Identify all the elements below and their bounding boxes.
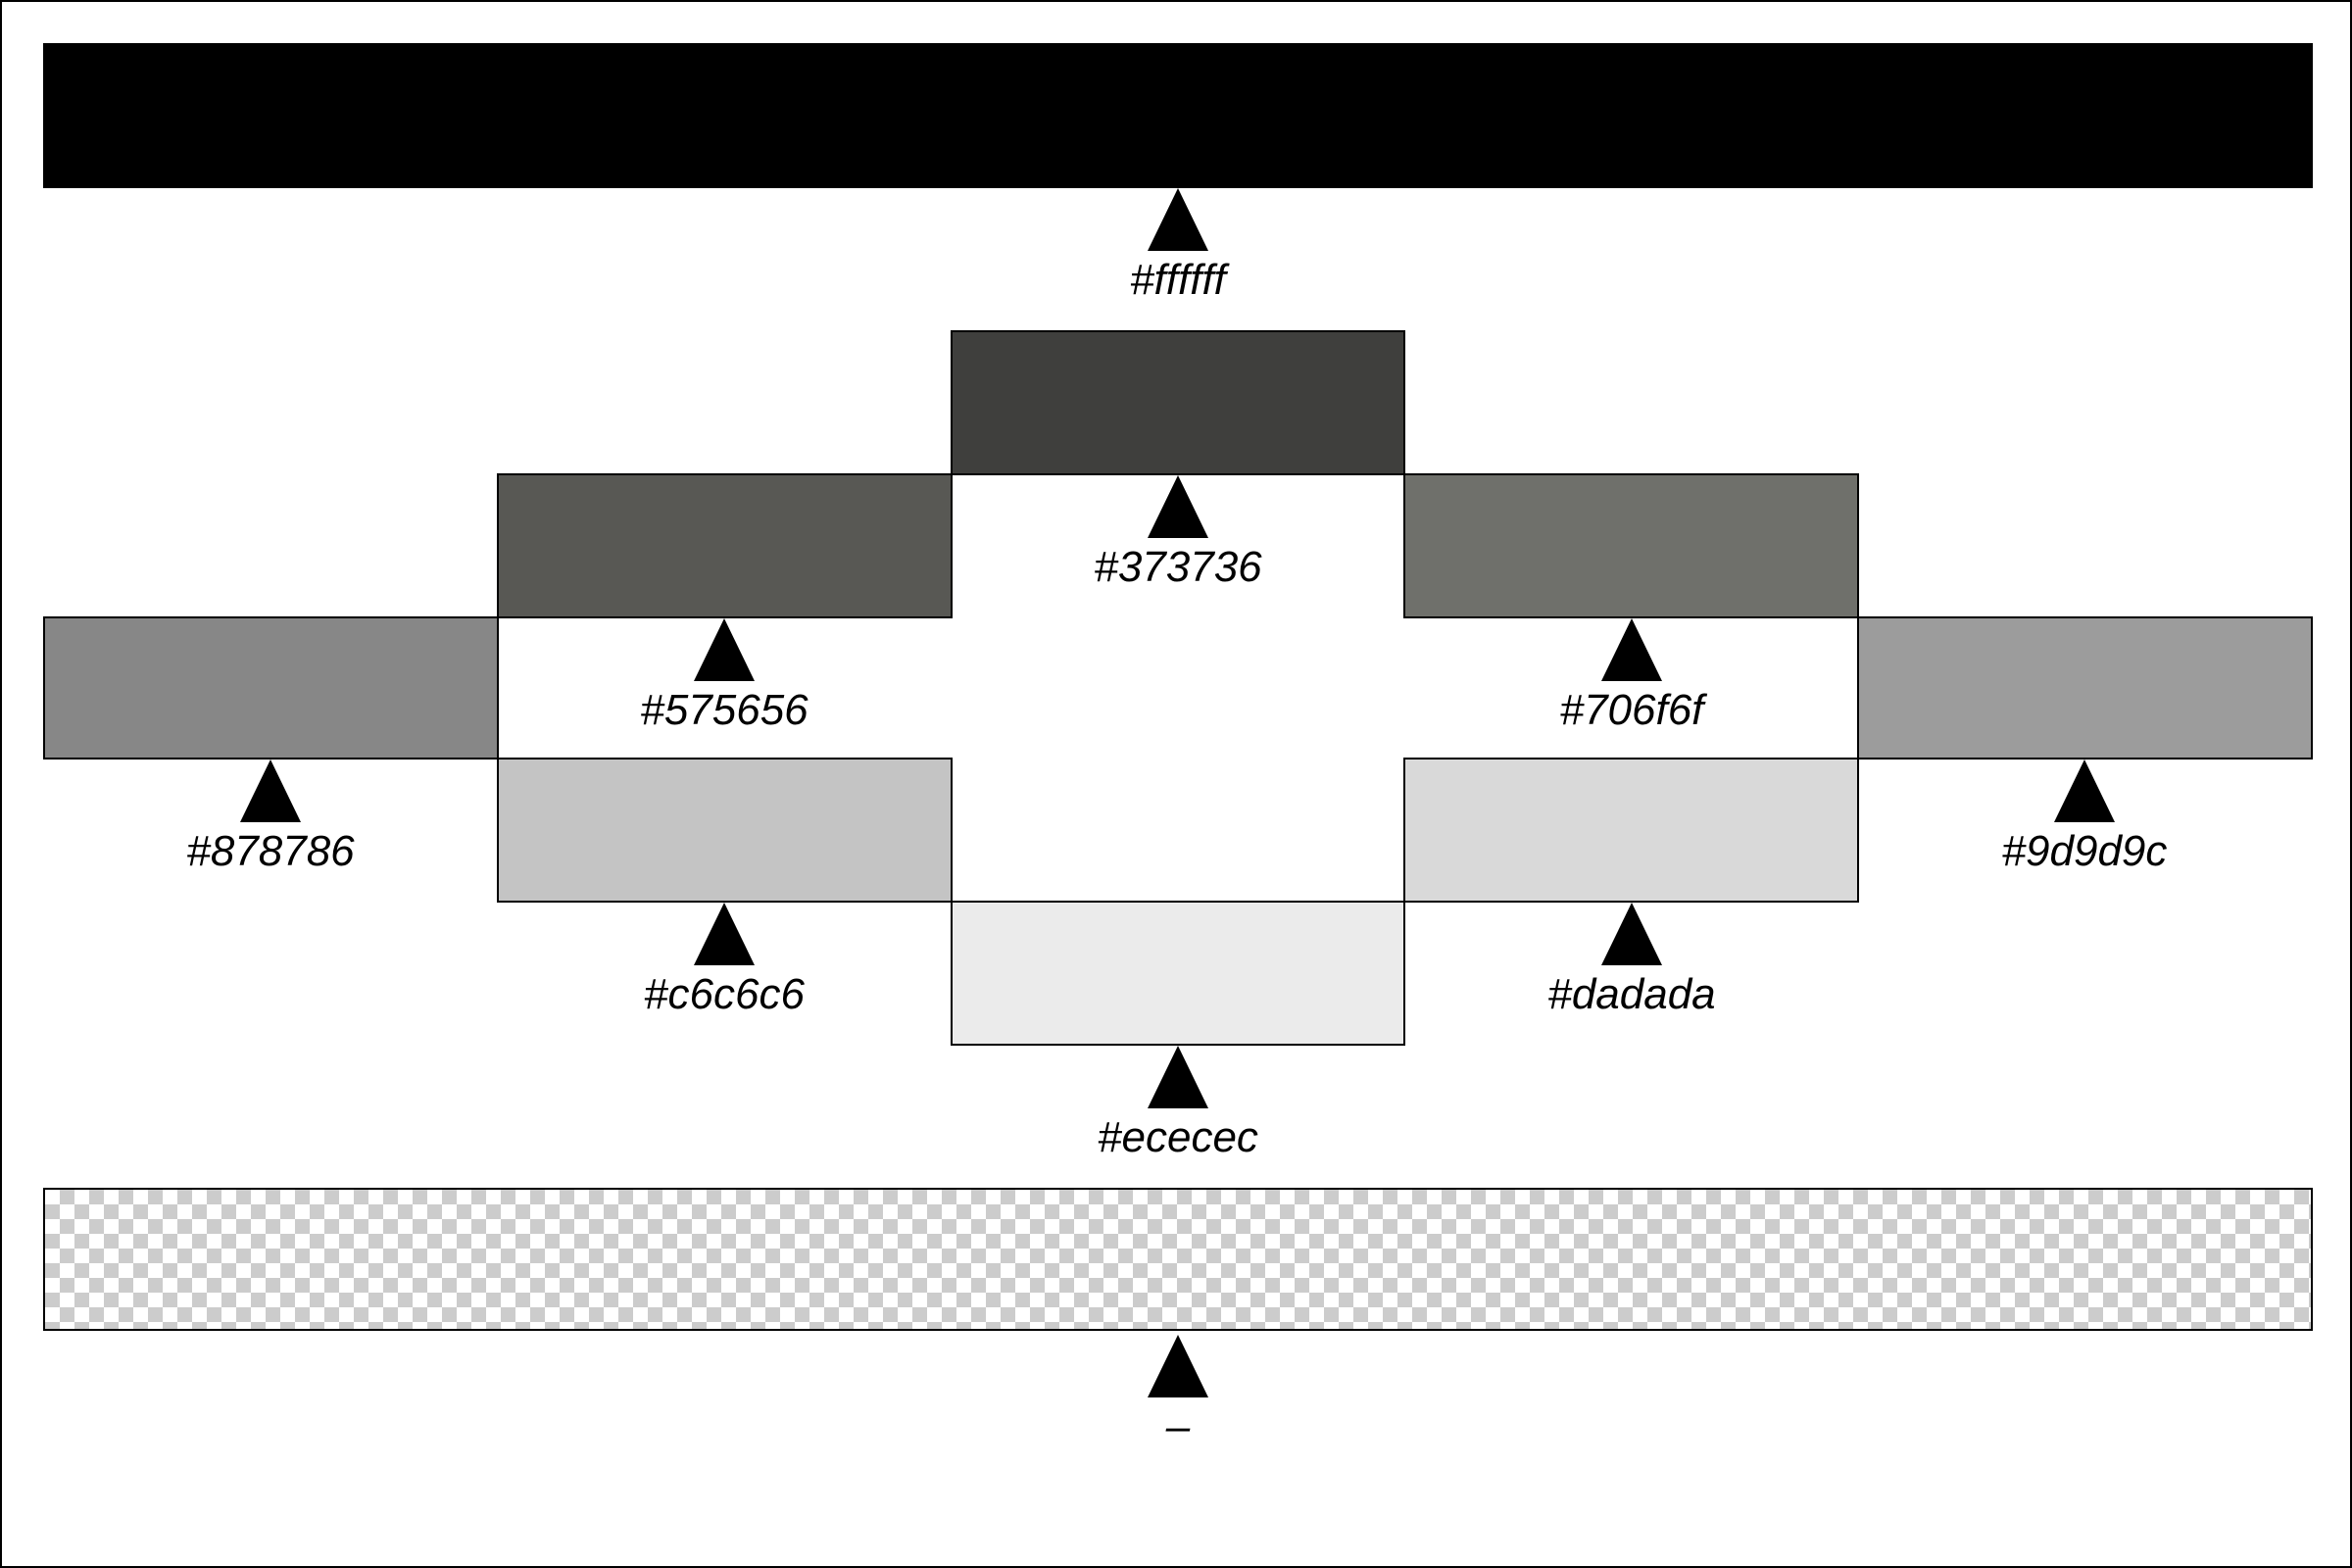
swatch-label-c6c6c6: #c6c6c6 xyxy=(644,970,805,1018)
arrow-up-icon xyxy=(1148,1335,1208,1397)
swatch-373736 xyxy=(951,330,1405,475)
swatch-c6c6c6 xyxy=(497,758,953,903)
arrow-up-icon xyxy=(1148,475,1208,538)
swatch-706f6f xyxy=(1403,473,1859,618)
swatch-label-dadada: #dadada xyxy=(1547,970,1716,1018)
swatch-transparent xyxy=(43,1188,2313,1331)
swatch-ececec xyxy=(951,901,1405,1046)
arrow-up-icon xyxy=(1601,618,1662,681)
arrow-up-icon xyxy=(1148,188,1208,251)
swatch-label-878786: #878786 xyxy=(186,827,355,875)
swatch-label-ececec: #ececec xyxy=(1098,1113,1258,1161)
arrow-up-icon xyxy=(694,903,755,965)
arrow-up-icon xyxy=(694,618,755,681)
swatch-575656 xyxy=(497,473,953,618)
swatch-label-top: #ffffff xyxy=(1130,256,1226,304)
swatch-top-black xyxy=(43,43,2313,188)
arrow-up-icon xyxy=(1148,1046,1208,1108)
swatch-dadada xyxy=(1403,758,1859,903)
swatch-label-9d9d9c: #9d9d9c xyxy=(2001,827,2168,875)
swatch-label-transparent: – xyxy=(1165,1402,1191,1450)
swatch-label-706f6f: #706f6f xyxy=(1559,686,1704,734)
arrow-up-icon xyxy=(1601,903,1662,965)
swatch-9d9d9c xyxy=(1857,616,2313,760)
swatch-label-373736: #373736 xyxy=(1094,543,1262,591)
swatch-label-575656: #575656 xyxy=(640,686,808,734)
arrow-up-icon xyxy=(2054,760,2115,822)
swatch-878786 xyxy=(43,616,499,760)
arrow-up-icon xyxy=(240,760,301,822)
